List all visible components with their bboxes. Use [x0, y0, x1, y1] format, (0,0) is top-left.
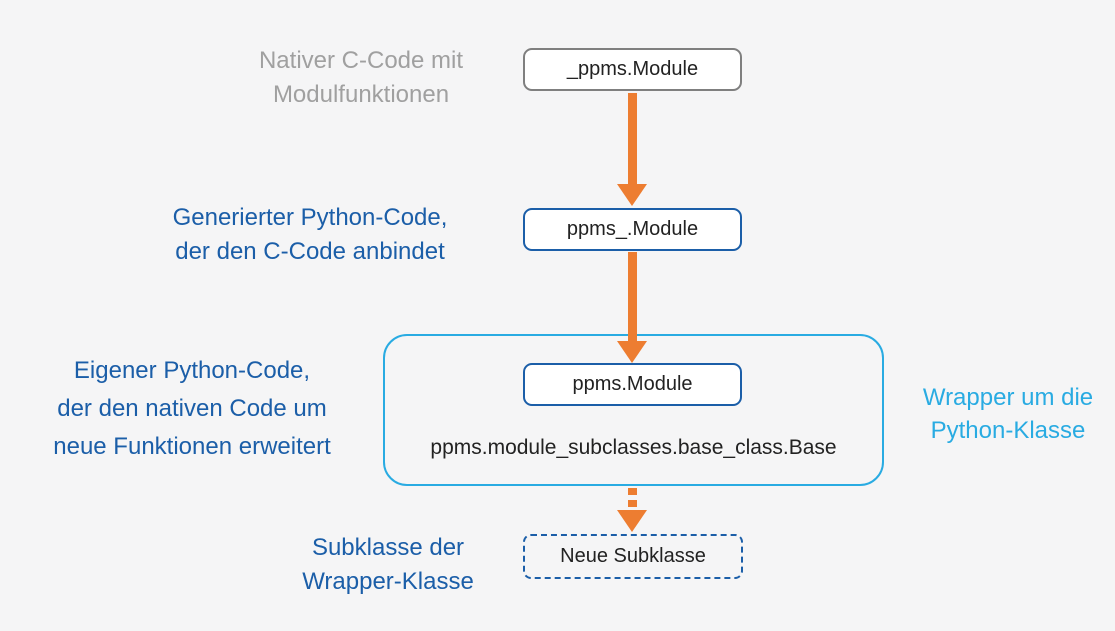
label-line: Eigener Python-Code, — [73, 357, 311, 384]
arrow-down-icon — [617, 341, 647, 363]
label-line: der den C-Code anbindet — [175, 238, 445, 265]
label-generated-python-code: Generierter Python-Code, der den C-Code … — [150, 201, 470, 269]
label-native-c-code: Nativer C-Code mit Modulfunktionen — [196, 44, 526, 112]
label-line: Wrapper-Klasse — [302, 568, 474, 595]
node-wrapper-module-label: ppms.Module — [572, 373, 693, 395]
label-subclass-of-wrapper: Subklasse der Wrapper-Klasse — [238, 531, 538, 599]
arrow-down-icon — [617, 510, 647, 532]
label-line: Nativer C-Code mit — [258, 47, 464, 74]
base-class-path-text: ppms.module_subclasses.base_class.Base — [430, 436, 837, 459]
node-generated-module: ppms_.Module — [523, 208, 742, 251]
label-own-python-code: Eigener Python-Code, der den nativen Cod… — [27, 352, 357, 466]
node-native-module-label: _ppms.Module — [566, 58, 699, 80]
arrow-native-to-generated-shaft — [628, 93, 637, 185]
node-generated-module-label: ppms_.Module — [566, 218, 699, 240]
label-line: neue Funktionen erweitert — [53, 433, 331, 460]
arrow-wrapper-to-subclass-shaft — [628, 488, 637, 510]
label-line: Python-Klasse — [930, 417, 1086, 444]
arrow-generated-to-wrapper-shaft — [628, 252, 637, 342]
node-new-subclass-label: Neue Subklasse — [560, 545, 706, 567]
node-wrapper-module: ppms.Module — [523, 363, 742, 406]
label-wrapper-python-class: Wrapper um die Python-Klasse — [896, 381, 1115, 447]
label-line: Wrapper um die — [922, 384, 1094, 411]
arrow-down-icon — [617, 184, 647, 206]
node-new-subclass: Neue Subklasse — [523, 534, 743, 579]
label-line: Generierter Python-Code, — [172, 204, 448, 231]
label-line: Subklasse der — [311, 534, 465, 561]
node-native-module: _ppms.Module — [523, 48, 742, 91]
label-line: Modulfunktionen — [272, 81, 450, 108]
label-line: der den nativen Code um — [57, 395, 327, 422]
